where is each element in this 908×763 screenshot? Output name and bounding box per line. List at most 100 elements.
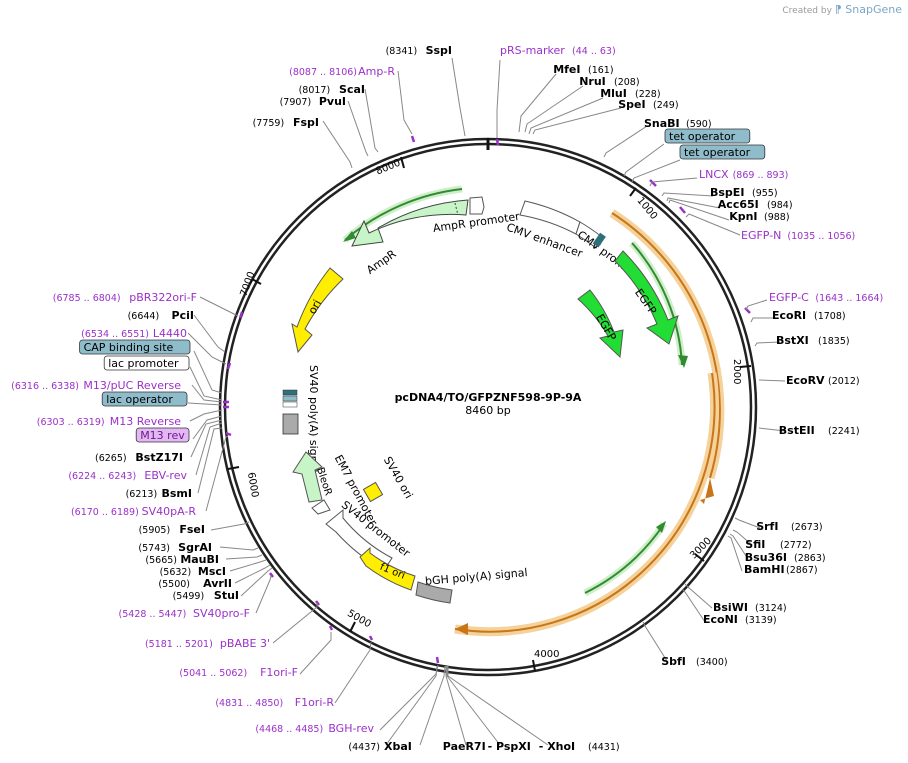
amp-r-position: (8087 .. 8106) xyxy=(289,67,357,78)
site-label-tet-operator-2[interactable]: tet operator xyxy=(679,144,766,160)
site-label-acc65i[interactable]: Acc65I(984) xyxy=(718,198,793,211)
site-label-mfei[interactable]: MfeI(161) xyxy=(553,63,613,76)
site-label-m13-puc-reverse[interactable]: M13/pUC Reverse(6316 .. 6338) xyxy=(11,379,181,392)
site-label-sv40pro-f[interactable]: SV40pro-F(5428 .. 5447) xyxy=(119,607,250,620)
site-label-l4440[interactable]: L4440(6534 .. 6551) xyxy=(81,327,187,340)
sv40-ori-shape[interactable] xyxy=(362,481,384,503)
site-label-paer7i[interactable]: PaeR7I xyxy=(443,740,486,753)
stui-position: (5499) xyxy=(173,591,205,602)
ampr-shape[interactable] xyxy=(351,199,469,247)
site-label-f1ori-f[interactable]: F1ori-F(5041 .. 5062) xyxy=(179,666,298,679)
prs-marker-position: (44 .. 63) xyxy=(572,46,616,57)
sv40-polya-shape[interactable] xyxy=(282,413,299,435)
bstz17i-position: (6265) xyxy=(95,453,127,464)
site-label-lac-promoter[interactable]: lac promoter xyxy=(103,355,190,371)
site-label-bsmi[interactable]: BsmI(6213) xyxy=(126,487,192,500)
ori-label: ori xyxy=(306,298,324,317)
site-label-bsteii[interactable]: BstEII(2241) xyxy=(779,424,860,437)
site-label-sbfi[interactable]: SbfI(3400) xyxy=(661,655,727,668)
site-label-ecorv[interactable]: EcoRV(2012) xyxy=(786,374,860,387)
site-label-bstxi[interactable]: BstXI(1835) xyxy=(776,334,850,347)
site-label-pvui[interactable]: PvuI(7907) xyxy=(280,95,346,108)
site-label-spei[interactable]: SpeI(249) xyxy=(618,98,678,111)
econi-position: (3139) xyxy=(745,615,777,626)
site-label-srfi[interactable]: SrfI(2673) xyxy=(756,520,822,533)
em7-promoter-shape[interactable] xyxy=(311,499,331,515)
site-label-nrui[interactable]: NruI(208) xyxy=(579,75,639,88)
site-label-maubi[interactable]: MauBI(5665) xyxy=(145,553,219,566)
site-label-bspei[interactable]: BspEI(955) xyxy=(710,186,778,199)
pbabe-3-position: (5181 .. 5201) xyxy=(145,639,213,650)
sv40-polya-mark-1 xyxy=(282,389,298,396)
ecori-name: EcoRI xyxy=(772,309,806,322)
site-label-prs-marker[interactable]: pRS-marker(44 .. 63) xyxy=(500,44,616,57)
nrui-name: NruI xyxy=(579,75,606,88)
site-label-fsei[interactable]: FseI(5905) xyxy=(139,523,205,536)
snabi-name: SnaBI xyxy=(644,117,680,130)
site-label-stui[interactable]: StuI(5499) xyxy=(173,589,239,602)
site-label-amp-r[interactable]: Amp-R(8087 .. 8106) xyxy=(289,65,395,78)
cap-binding-site-name: CAP binding site xyxy=(84,341,174,354)
site-label-mlui[interactable]: MluI(228) xyxy=(600,87,660,100)
l4440-name: L4440 xyxy=(153,327,187,340)
tick-label-6000: 6000 xyxy=(245,471,260,498)
ebv-rev-name: EBV-rev xyxy=(144,469,187,482)
egfp-inner-label: EGFP xyxy=(593,312,619,343)
site-label-ebv-rev[interactable]: EBV-rev(6224 .. 6243) xyxy=(68,469,187,482)
tick-label-8000: 8000 xyxy=(374,158,402,178)
bgh-polya-shape[interactable] xyxy=(415,581,453,604)
site-label-sgrai[interactable]: SgrAI(5743) xyxy=(138,541,212,554)
site-label-pbabe-3[interactable]: pBABE 3'(5181 .. 5201) xyxy=(145,637,270,650)
bsu36i-name: Bsu36I xyxy=(745,551,787,564)
ampr-promoter-shape[interactable] xyxy=(469,196,485,215)
site-label-egfp-c[interactable]: EGFP-C(1643 .. 1664) xyxy=(769,291,883,304)
site-label-avrii[interactable]: AvrII(5500) xyxy=(158,577,232,590)
brand-name: SnapGene xyxy=(845,3,902,16)
spei-name: SpeI xyxy=(618,98,645,111)
green-arrow-top xyxy=(343,231,356,242)
site-label-ecori[interactable]: EcoRI(1708) xyxy=(772,309,846,322)
site-label-f1ori-r[interactable]: F1ori-R(4831 .. 4850) xyxy=(215,696,334,709)
site-label-sfii[interactable]: SfiI(2772) xyxy=(745,538,811,551)
site-label-xhoi[interactable]: - XhoI(4431) xyxy=(539,740,620,753)
site-label-m13-rev[interactable]: M13 rev xyxy=(135,427,190,443)
site-label-pcii[interactable]: PciI(6644) xyxy=(128,309,194,322)
site-label-kpni[interactable]: KpnI(988) xyxy=(729,210,789,223)
site-label-pbr322ori-f[interactable]: pBR322ori-F(6785 .. 6804) xyxy=(53,291,197,304)
site-label-bsu36i[interactable]: Bsu36I(2863) xyxy=(745,551,826,564)
site-label-bamhi[interactable]: BamHI(2867) xyxy=(744,563,818,576)
site-label-sv40pa-r[interactable]: SV40pA-R(6170 .. 6189) xyxy=(71,505,196,518)
srfi-position: (2673) xyxy=(791,522,823,533)
site-label-bstz17i[interactable]: BstZ17I(6265) xyxy=(95,451,183,464)
site-label-lac-operator[interactable]: lac operator xyxy=(101,391,188,407)
site-label-tet-operator-1[interactable]: tet operator xyxy=(664,128,751,144)
green-arrow-bottom xyxy=(656,521,666,533)
site-label-scai[interactable]: ScaI(8017) xyxy=(299,83,365,96)
site-label-lncx[interactable]: LNCX(869 .. 893) xyxy=(699,168,788,181)
site-label-pspxi[interactable]: - PspXI xyxy=(488,740,531,753)
site-label-xbai[interactable]: XbaI(4437) xyxy=(348,740,411,753)
bleor-shape[interactable] xyxy=(292,451,323,503)
bgh-rev-position: (4468 .. 4485) xyxy=(255,724,323,735)
site-label-sspi[interactable]: SspI(8341) xyxy=(386,44,452,57)
site-label-bsiwi[interactable]: BsiWI(3124) xyxy=(713,601,787,614)
sv40pro-f-position: (5428 .. 5447) xyxy=(119,609,187,620)
primer-site-marks xyxy=(223,135,751,664)
site-label-fspi[interactable]: FspI(7759) xyxy=(253,116,319,129)
egfp-outer-shape[interactable] xyxy=(614,250,679,345)
bstxi-position: (1835) xyxy=(818,336,850,347)
sspi-name: SspI xyxy=(426,44,452,57)
site-label-snabi[interactable]: SnaBI(590) xyxy=(644,117,712,130)
sv40-promoter-shape[interactable] xyxy=(325,508,393,571)
sv40pa-r-position: (6170 .. 6189) xyxy=(71,507,139,518)
site-label-msci[interactable]: MscI(5632) xyxy=(160,565,226,578)
site-label-m13-reverse[interactable]: M13 Reverse(6303 .. 6319) xyxy=(37,415,181,428)
site-label-cap-binding-site[interactable]: CAP binding site xyxy=(79,339,191,355)
site-label-egfp-n[interactable]: EGFP-N(1035 .. 1056) xyxy=(741,229,855,242)
site-label-bgh-rev[interactable]: BGH-rev(4468 .. 4485) xyxy=(255,722,374,735)
site-label-econi[interactable]: EcoNI(3139) xyxy=(703,613,777,626)
ori-shape[interactable] xyxy=(291,267,344,354)
egfp-inner-shape[interactable] xyxy=(577,289,624,359)
sbfi-name: SbfI xyxy=(661,655,686,668)
f1-ori-shape[interactable] xyxy=(359,546,416,591)
